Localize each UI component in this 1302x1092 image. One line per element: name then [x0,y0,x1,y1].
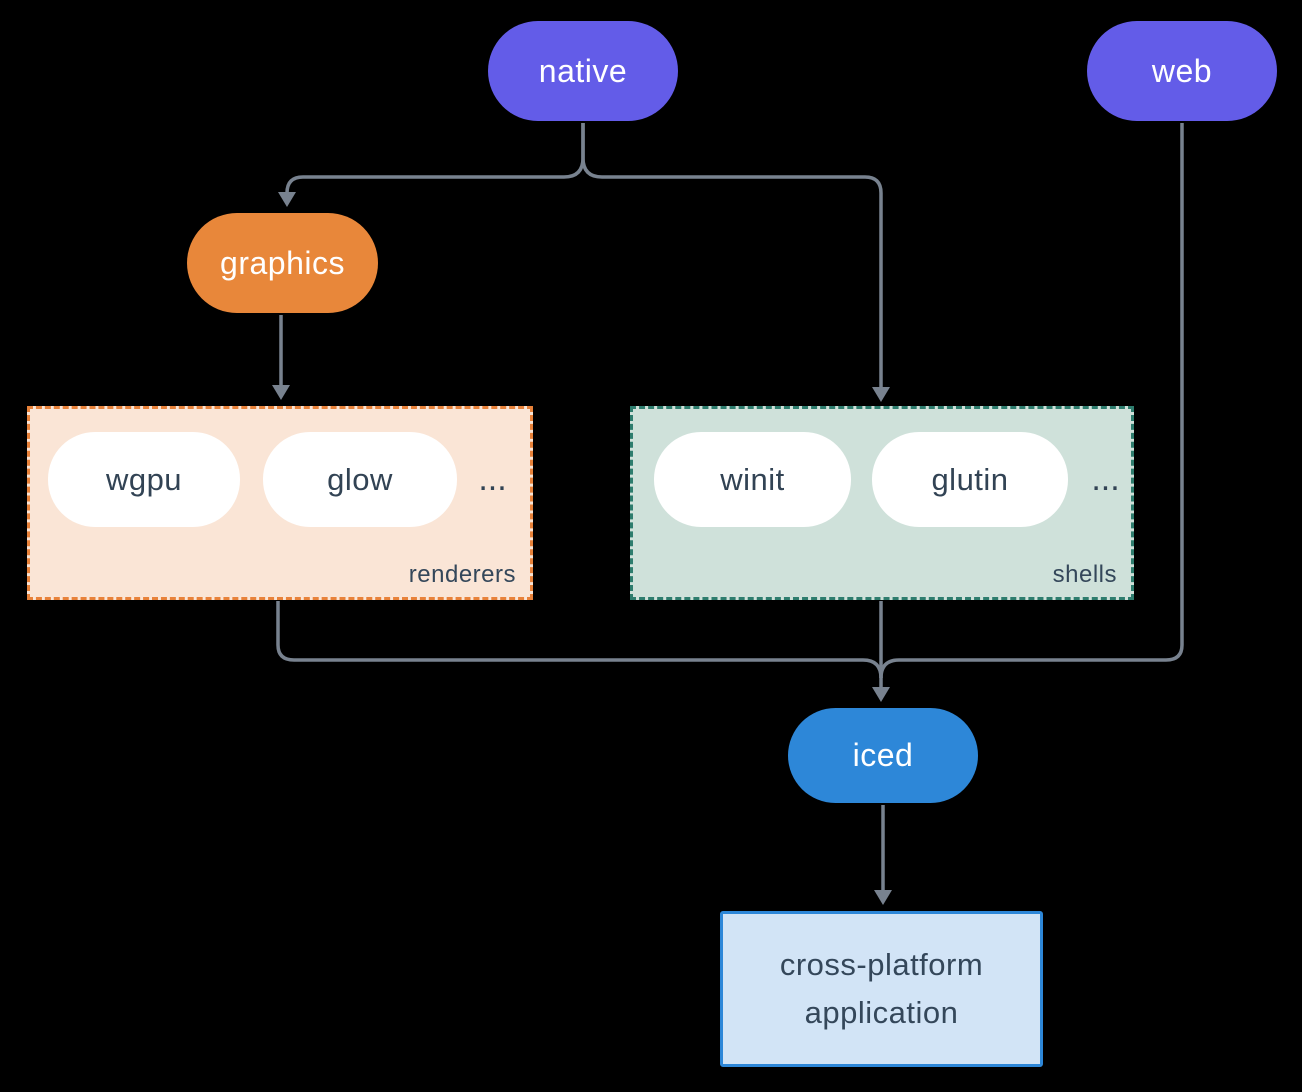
node-glutin-label: glutin [931,461,1009,497]
node-web: web [1087,21,1277,121]
node-wgpu-label: wgpu [105,461,183,497]
edge-renderers-iced [276,601,883,679]
shells-ellipsis: ... [1091,460,1120,498]
arrowhead-shells [872,387,890,402]
node-glow-label: glow [327,461,393,497]
group-shells-label: shells [1052,561,1117,588]
node-application-line2: application [804,995,959,1030]
node-glutin: glutin [872,432,1068,527]
arrowhead-graphics [278,192,296,207]
node-web-label: web [1151,52,1213,89]
arrowhead-application [874,890,892,905]
node-winit-label: winit [720,461,785,497]
group-renderers-label: renderers [408,561,516,588]
edge-native-graphics [285,123,585,194]
node-iced-label: iced [852,737,914,773]
node-graphics-label: graphics [220,244,345,281]
node-iced: iced [788,708,978,803]
node-graphics: graphics [187,213,378,313]
renderers-ellipsis: ... [478,460,507,498]
node-application: cross-platform application [720,911,1043,1067]
node-native-label: native [538,52,628,89]
node-glow: glow [263,432,457,527]
edge-native-shells [581,123,883,390]
node-native: native [488,21,678,121]
arrowhead-renderers [272,385,290,400]
node-wgpu: wgpu [48,432,240,527]
arrowhead-iced [872,687,890,702]
node-application-line1: cross-platform [779,947,984,982]
node-winit: winit [654,432,851,527]
